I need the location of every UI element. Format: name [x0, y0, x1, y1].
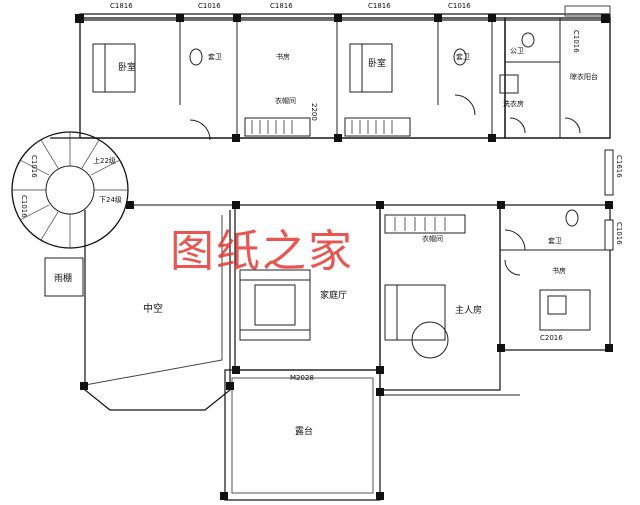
room-label: 衣帽间	[275, 97, 296, 105]
room-label: 公卫	[510, 47, 524, 55]
window-tag: C1016	[198, 2, 221, 10]
window-tag: C1816	[368, 2, 391, 10]
dimension-note: 2200	[310, 103, 318, 121]
watermark-text: 图纸之家	[170, 226, 354, 277]
room-label: 书房	[276, 53, 290, 61]
room-label: 衣帽间	[422, 235, 443, 243]
stair-note: 上22级	[93, 157, 116, 165]
room-label: 露台	[295, 427, 314, 437]
window-tag: C1816	[270, 2, 293, 10]
room-label: 书房	[552, 267, 566, 275]
room-label: 中空	[143, 304, 163, 315]
room-label: 套卫	[548, 237, 562, 245]
room-label: 卧室	[118, 63, 137, 73]
window-tag: C1816	[110, 2, 133, 10]
window-tag: C1016	[30, 155, 38, 178]
room-label: 主人房	[455, 306, 483, 316]
room-label: 洗衣房	[503, 100, 524, 108]
room-label: 套卫	[456, 53, 470, 61]
window-tag: C1016	[572, 30, 580, 53]
room-label: 家庭厅	[320, 291, 348, 301]
window-tag: C1016	[448, 2, 471, 10]
door-tag: M2028	[290, 374, 314, 382]
window-tag: C1616	[615, 155, 623, 178]
stair-note: 下24级	[99, 196, 122, 204]
room-label: 晾衣阳台	[570, 73, 598, 81]
window-tag: C1016	[615, 222, 623, 245]
window-tag: C2016	[540, 334, 563, 342]
room-label: 卧室	[368, 59, 387, 69]
room-label: 套卫	[208, 53, 222, 61]
room-label: 雨棚	[54, 274, 73, 284]
window-tag: C1016	[20, 195, 28, 218]
